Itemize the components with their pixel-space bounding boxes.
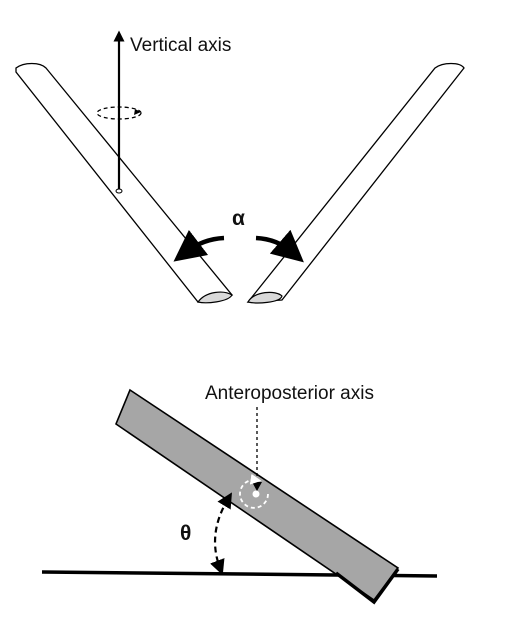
axis-pivot-dot <box>115 188 123 194</box>
top-diagram: Vertical axis α <box>15 30 465 304</box>
bar-contact-edge <box>334 567 400 605</box>
vertical-axis-label: Vertical axis <box>130 35 231 56</box>
rotation-arrow-icon <box>96 106 142 120</box>
bottom-diagram: Anteroposterior axis θ <box>41 383 438 605</box>
alpha-arrow-right <box>255 229 304 263</box>
rotation-arrow-icon <box>239 473 269 509</box>
right-blade <box>246 62 465 304</box>
anteroposterior-axis-label: Anteroposterior axis <box>205 383 374 404</box>
left-blade <box>15 62 234 304</box>
theta-arc <box>210 492 232 576</box>
axis-center-dot <box>252 490 260 498</box>
alpha-arrow-left <box>173 229 225 262</box>
theta-symbol: θ <box>180 522 191 545</box>
alpha-symbol: α <box>232 207 245 230</box>
